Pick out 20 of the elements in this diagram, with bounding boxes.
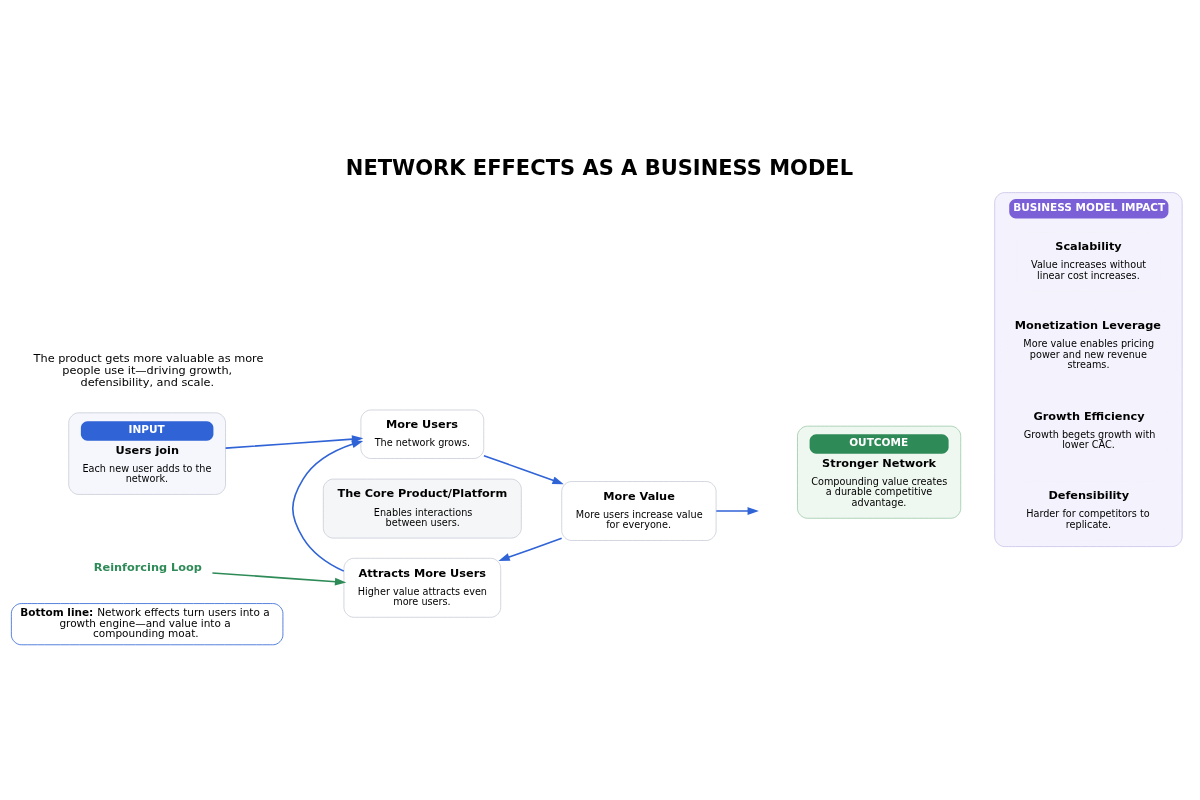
label: The product gets more valuable as more people use it—driving growth, defensibility, and scale.	[33, 351, 264, 389]
node-text: Defensibility Harder for competitors to replicate.	[1026, 488, 1150, 530]
node-box: More Users The network grows.	[360, 409, 485, 459]
node-box: More Value More users increase value for everyone.	[561, 480, 717, 541]
arrow	[291, 439, 364, 572]
node-text: Growth Efficiency Growth begets growth with lower CAC.	[1023, 409, 1156, 450]
arrow	[498, 537, 563, 561]
node-text: Scalability Value increases without linear cost increases.	[1031, 239, 1147, 281]
node-text: Monetization Leverage More value enables pricing power and new revenue streams.	[1014, 318, 1161, 370]
node-box: Bottom line: Network effects turn users into a growth engine—and value into a compounding moat.	[10, 602, 284, 645]
node-box: Attracts More Users Higher value attracts even more users.	[343, 557, 502, 618]
node-box: INPUT Users join Each new user adds to the network.	[68, 411, 226, 495]
node-box: OUTCOME Stronger Network Compounding value creates a durable competitive advantage.	[797, 425, 962, 519]
arrow	[211, 571, 347, 586]
arrow	[224, 434, 364, 449]
diagram-title: NETWORK EFFECTS AS A BUSINESS MODEL	[345, 154, 854, 180]
arrow	[715, 506, 759, 515]
node-text: Reinforcing Loop	[93, 560, 202, 574]
arrow	[483, 454, 564, 484]
node-box: The Core Product/Platform Enables interactions between users.	[322, 478, 522, 538]
